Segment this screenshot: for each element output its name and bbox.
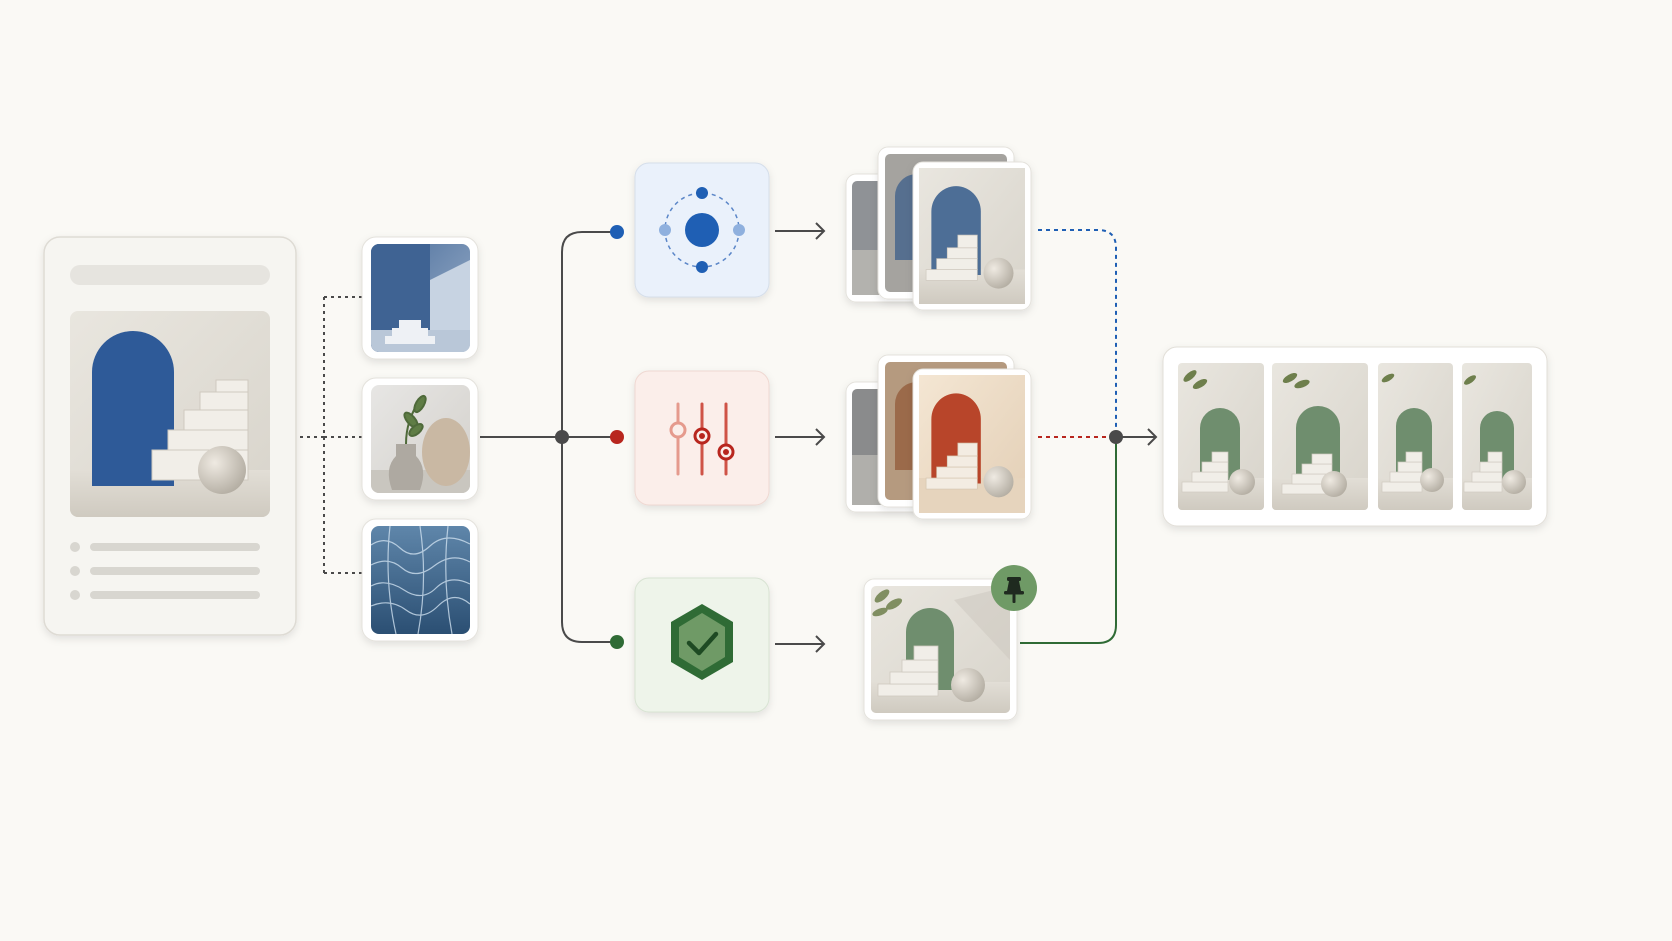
approval-tile[interactable] (634, 577, 770, 713)
doc-to-refs-dotted-link (300, 296, 362, 574)
final-collection-panel[interactable] (1162, 346, 1548, 527)
list-line (90, 591, 260, 599)
list-bullet (70, 566, 80, 576)
pin-icon[interactable] (991, 565, 1037, 611)
list-line (90, 567, 260, 575)
blue-to-merge-dotted-link (1038, 229, 1117, 437)
hub-node (555, 430, 569, 444)
final-image-4 (1462, 363, 1532, 510)
variation-tile[interactable] (634, 162, 770, 298)
shield-check-icon (671, 604, 733, 680)
document-title-bar (70, 265, 270, 285)
final-image-2 (1272, 363, 1368, 510)
adjustment-output-stack[interactable] (845, 354, 1032, 520)
list-line (90, 543, 260, 551)
reference-thumbnail-blue-steps[interactable] (361, 236, 479, 360)
output-card-front (912, 368, 1032, 520)
junction-nodes (555, 225, 1123, 649)
list-bullet (70, 542, 80, 552)
green-branch-dot (610, 635, 624, 649)
adjustment-tile[interactable] (634, 370, 770, 506)
final-image-3 (1378, 363, 1453, 510)
green-to-merge-link (1020, 437, 1117, 644)
sliders-icon (669, 402, 735, 476)
tile-to-output-arrows (775, 222, 826, 653)
source-document-card (43, 236, 297, 636)
final-image-1 (1178, 363, 1264, 510)
document-hero-image (70, 311, 270, 517)
list-bullet (70, 590, 80, 600)
orbit-variation-icon (659, 187, 745, 273)
output-card-front (912, 161, 1032, 311)
hub-to-green-branch (561, 437, 612, 643)
variation-output-stack[interactable] (845, 146, 1032, 311)
hub-to-blue-branch (561, 231, 612, 437)
connectors (300, 222, 1158, 653)
approval-output-card[interactable] (863, 565, 1037, 721)
red-branch-dot (610, 430, 624, 444)
document-list (70, 542, 260, 600)
reference-thumbnail-vase[interactable] (361, 377, 479, 501)
reference-thumbnail-water[interactable] (361, 518, 479, 642)
blue-branch-dot (610, 225, 624, 239)
merge-node (1109, 430, 1123, 444)
